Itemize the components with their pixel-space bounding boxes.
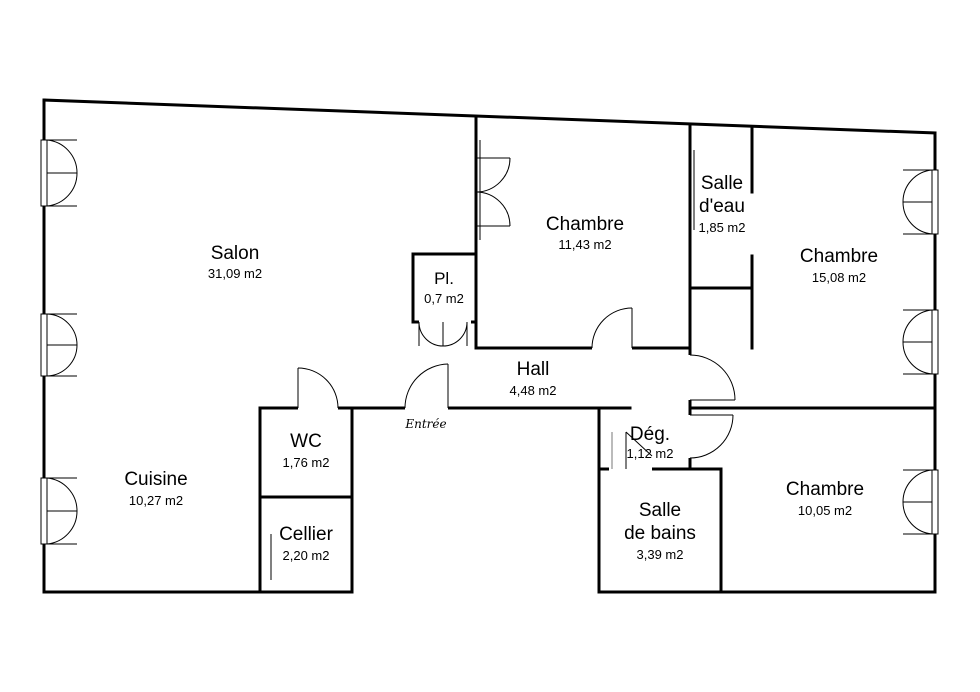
room-wc-name: WC — [290, 431, 322, 452]
room-chambre-1-area: 11,43 m2 — [558, 237, 611, 252]
window-chambre-2-top — [902, 169, 939, 235]
room-placard-area: 0,7 m2 — [424, 291, 464, 306]
door-chambre-1 — [591, 307, 633, 349]
door-chambre-2 — [689, 354, 736, 401]
room-salle-bains-name-1: Salle — [639, 500, 681, 521]
room-salle-eau-name-1: Salle — [701, 173, 743, 194]
window-salon-2 — [40, 313, 78, 377]
exterior-walls — [42, 98, 937, 594]
door-wc — [297, 367, 339, 409]
room-chambre-3-area: 10,05 m2 — [798, 503, 852, 518]
room-salle-eau-area: 1,85 m2 — [699, 220, 746, 235]
room-chambre-3-name: Chambre — [786, 479, 864, 500]
room-chambre-2-name: Chambre — [800, 246, 878, 267]
window-chambre-2-bottom — [902, 309, 939, 375]
room-placard-name: Pl. — [434, 269, 454, 288]
window-chambre-3 — [902, 469, 939, 535]
room-chambre-1-name: Chambre — [546, 214, 624, 235]
door-entrance — [404, 363, 449, 409]
room-salon-name: Salon — [211, 243, 260, 264]
window-salon-1 — [40, 139, 78, 207]
door-placard — [418, 321, 468, 347]
room-wc-area: 1,76 m2 — [283, 455, 330, 470]
room-cuisine-area: 10,27 m2 — [129, 493, 183, 508]
door-chambre-3 — [689, 414, 734, 459]
door-chambre-1-side — [475, 140, 511, 240]
room-hall-area: 4,48 m2 — [510, 383, 557, 398]
door-openings — [298, 319, 693, 472]
room-cellier-area: 2,20 m2 — [283, 548, 330, 563]
room-salle-bains-name-2: de bains — [624, 523, 696, 544]
windows — [40, 139, 939, 545]
doors — [270, 140, 736, 580]
window-cuisine — [40, 477, 78, 545]
room-salle-eau-name-2: d'eau — [699, 196, 745, 217]
room-hall-name: Hall — [517, 359, 550, 380]
room-chambre-2-area: 15,08 m2 — [812, 270, 866, 285]
room-salle-bains-area: 3,39 m2 — [637, 547, 684, 562]
room-degagement-area: 1,12 m2 — [627, 446, 674, 461]
door-salle-de-bains — [611, 431, 653, 469]
room-cuisine-name: Cuisine — [124, 469, 187, 490]
room-labels: Salon 31,09 m2 Pl. 0,7 m2 Chambre 11,43 … — [124, 173, 878, 563]
room-salon-area: 31,09 m2 — [208, 266, 262, 281]
room-cellier-name: Cellier — [279, 524, 334, 545]
room-degagement-name: Dég. — [630, 424, 670, 445]
entrance-label: Entrée — [404, 417, 446, 431]
